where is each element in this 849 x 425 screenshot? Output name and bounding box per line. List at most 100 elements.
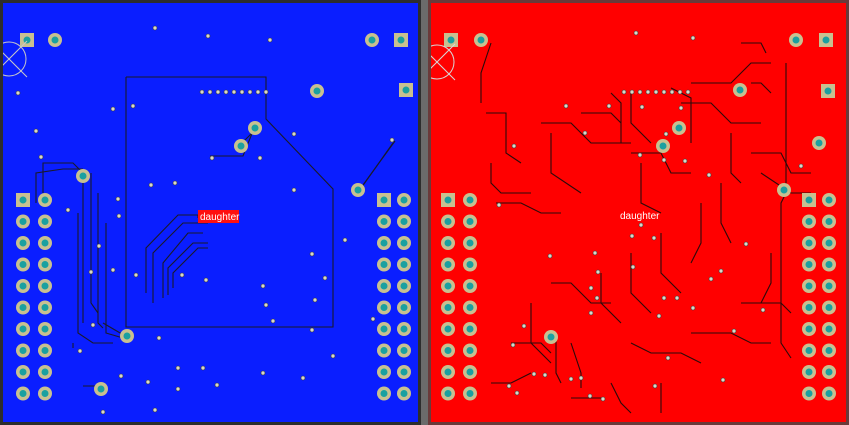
via[interactable] bbox=[270, 318, 276, 324]
via[interactable] bbox=[260, 370, 266, 376]
via[interactable] bbox=[651, 235, 657, 241]
via[interactable] bbox=[600, 396, 606, 402]
via[interactable] bbox=[175, 365, 181, 371]
via[interactable] bbox=[291, 131, 297, 137]
via[interactable] bbox=[629, 89, 635, 95]
via[interactable] bbox=[514, 390, 520, 396]
via[interactable] bbox=[588, 285, 594, 291]
via[interactable] bbox=[690, 35, 696, 41]
via[interactable] bbox=[582, 130, 588, 136]
via[interactable] bbox=[110, 267, 116, 273]
via[interactable] bbox=[300, 375, 306, 381]
via[interactable] bbox=[547, 253, 553, 259]
via[interactable] bbox=[633, 30, 639, 36]
pcb-view-bottom-layer[interactable]: daughter bbox=[428, 0, 849, 425]
via[interactable] bbox=[678, 105, 684, 111]
via[interactable] bbox=[214, 382, 220, 388]
via[interactable] bbox=[90, 322, 96, 328]
via[interactable] bbox=[172, 180, 178, 186]
via[interactable] bbox=[669, 89, 675, 95]
via[interactable] bbox=[116, 213, 122, 219]
via[interactable] bbox=[255, 89, 261, 95]
via[interactable] bbox=[760, 307, 766, 313]
via[interactable] bbox=[606, 103, 612, 109]
via[interactable] bbox=[156, 335, 162, 341]
via[interactable] bbox=[645, 89, 651, 95]
via[interactable] bbox=[207, 89, 213, 95]
via[interactable] bbox=[115, 196, 121, 202]
via[interactable] bbox=[130, 103, 136, 109]
via[interactable] bbox=[209, 155, 215, 161]
via[interactable] bbox=[708, 276, 714, 282]
via[interactable] bbox=[720, 377, 726, 383]
via[interactable] bbox=[587, 393, 593, 399]
via[interactable] bbox=[330, 353, 336, 359]
via[interactable] bbox=[133, 272, 139, 278]
via[interactable] bbox=[682, 158, 688, 164]
via[interactable] bbox=[685, 89, 691, 95]
via[interactable] bbox=[639, 104, 645, 110]
via[interactable] bbox=[661, 157, 667, 163]
via[interactable] bbox=[677, 89, 683, 95]
via[interactable] bbox=[389, 137, 395, 143]
via[interactable] bbox=[637, 89, 643, 95]
pcb-view-top-layer[interactable]: daughter bbox=[0, 0, 421, 425]
via[interactable] bbox=[88, 269, 94, 275]
via[interactable] bbox=[595, 269, 601, 275]
via[interactable] bbox=[510, 342, 516, 348]
via[interactable] bbox=[656, 313, 662, 319]
via[interactable] bbox=[77, 348, 83, 354]
via[interactable] bbox=[521, 323, 527, 329]
via[interactable] bbox=[743, 241, 749, 247]
via[interactable] bbox=[118, 373, 124, 379]
via[interactable] bbox=[247, 89, 253, 95]
via[interactable] bbox=[260, 283, 266, 289]
via[interactable] bbox=[15, 90, 21, 96]
via[interactable] bbox=[267, 37, 273, 43]
via[interactable] bbox=[215, 89, 221, 95]
via[interactable] bbox=[578, 375, 584, 381]
net-label-daughter-bottom[interactable]: daughter bbox=[620, 211, 660, 222]
via[interactable] bbox=[563, 103, 569, 109]
via[interactable] bbox=[731, 328, 737, 334]
via[interactable] bbox=[511, 143, 517, 149]
via[interactable] bbox=[263, 302, 269, 308]
pcb-canvas-bottom[interactable]: daughter bbox=[431, 3, 846, 422]
via[interactable] bbox=[179, 272, 185, 278]
via[interactable] bbox=[309, 251, 315, 257]
via[interactable] bbox=[65, 207, 71, 213]
via[interactable] bbox=[637, 152, 643, 158]
via[interactable] bbox=[706, 172, 712, 178]
via[interactable] bbox=[638, 222, 644, 228]
via[interactable] bbox=[588, 310, 594, 316]
via[interactable] bbox=[38, 154, 44, 160]
via[interactable] bbox=[496, 202, 502, 208]
via[interactable] bbox=[148, 182, 154, 188]
via[interactable] bbox=[239, 89, 245, 95]
via[interactable] bbox=[231, 89, 237, 95]
via[interactable] bbox=[674, 295, 680, 301]
via[interactable] bbox=[223, 89, 229, 95]
via[interactable] bbox=[203, 277, 209, 283]
via[interactable] bbox=[594, 295, 600, 301]
via[interactable] bbox=[199, 89, 205, 95]
via[interactable] bbox=[568, 376, 574, 382]
via[interactable] bbox=[175, 386, 181, 392]
via[interactable] bbox=[663, 131, 669, 137]
via[interactable] bbox=[205, 33, 211, 39]
via[interactable] bbox=[531, 371, 537, 377]
via[interactable] bbox=[152, 407, 158, 413]
via[interactable] bbox=[370, 316, 376, 322]
via[interactable] bbox=[661, 295, 667, 301]
via[interactable] bbox=[200, 365, 206, 371]
via[interactable] bbox=[661, 89, 667, 95]
via[interactable] bbox=[309, 327, 315, 333]
via[interactable] bbox=[653, 89, 659, 95]
via[interactable] bbox=[145, 379, 151, 385]
via[interactable] bbox=[506, 383, 512, 389]
via[interactable] bbox=[652, 383, 658, 389]
via[interactable] bbox=[291, 187, 297, 193]
via[interactable] bbox=[665, 355, 671, 361]
via[interactable] bbox=[798, 163, 804, 169]
via[interactable] bbox=[592, 250, 598, 256]
